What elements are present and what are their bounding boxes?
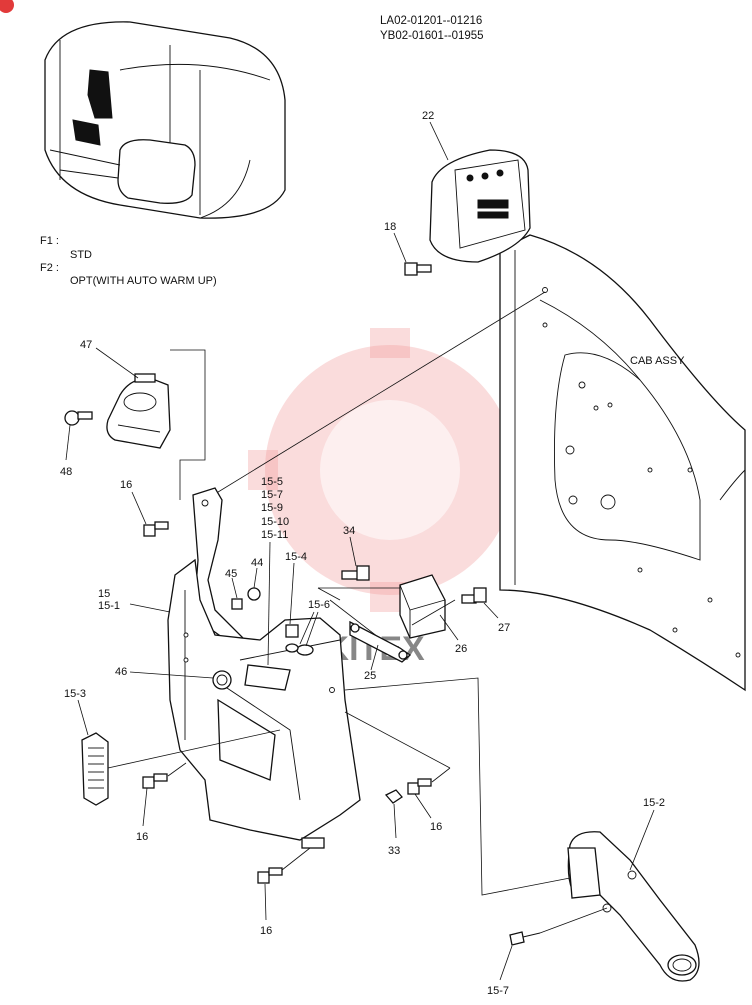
callout-15-3: 15-3	[64, 688, 86, 700]
bolt-16-bottom	[257, 867, 283, 884]
callout-15-5: 15-5	[261, 476, 283, 488]
clip-33	[384, 789, 403, 804]
callout-47: 47	[80, 339, 92, 351]
callout-15-9: 15-9	[261, 502, 283, 514]
air-duct-15-2	[567, 831, 700, 982]
callout-18: 18	[384, 221, 396, 233]
bolt-18	[404, 262, 432, 276]
callout-16-bottom: 16	[260, 925, 272, 937]
bolt-16-top	[143, 521, 169, 537]
corner-marker-icon	[0, 0, 14, 13]
callout-15-2: 15-2	[643, 797, 665, 809]
callout-15-7-upper: 15-7	[261, 489, 283, 501]
callout-34: 34	[343, 525, 355, 537]
callout-25: 25	[364, 670, 376, 682]
cab-assy-panel	[499, 234, 746, 692]
console-cover-15	[167, 558, 361, 849]
cup-holder-47	[106, 373, 171, 449]
callout-15-10: 15-10	[261, 516, 289, 528]
callout-22: 22	[422, 110, 434, 122]
nut-45	[231, 598, 243, 610]
callout-46: 46	[115, 666, 127, 678]
serial-range-1: LA02-01201--01216	[380, 15, 482, 27]
callout-44: 44	[251, 557, 263, 569]
option-code-f2: F2 :	[40, 262, 59, 274]
option-desc-f1: STD	[70, 249, 92, 261]
option-desc-f2: OPT(WITH AUTO WARM UP)	[70, 275, 217, 287]
callout-45: 45	[225, 568, 237, 580]
bolt-34	[341, 565, 370, 581]
callout-33: 33	[388, 845, 400, 857]
nut-44	[247, 587, 261, 601]
block-26	[399, 574, 446, 639]
vent-grille-15-3	[81, 732, 109, 806]
callout-16-top: 16	[120, 479, 132, 491]
callout-15-11: 15-11	[261, 529, 288, 541]
callout-15-7-lower: 15-7	[487, 985, 509, 997]
callout-15: 15	[98, 588, 110, 600]
bolt-16-right	[407, 778, 432, 795]
callout-16-right: 16	[430, 821, 442, 833]
bolt-16-left	[142, 773, 168, 789]
callout-15-1: 15-1	[98, 600, 120, 612]
option-code-f1: F1 :	[40, 235, 59, 247]
callout-26: 26	[455, 643, 467, 655]
serial-range-2: YB02-01601--01955	[380, 30, 484, 42]
bracket-25	[349, 620, 412, 663]
bolt-27	[461, 587, 487, 604]
machine-overview-illustration	[44, 21, 286, 219]
callout-16-left: 16	[136, 831, 148, 843]
callout-15-6: 15-6	[308, 599, 330, 611]
screw-48	[64, 410, 93, 426]
callout-15-4: 15-4	[285, 551, 307, 563]
callout-48: 48	[60, 466, 72, 478]
callout-27: 27	[498, 622, 510, 634]
screw-15-7-lower	[509, 931, 541, 946]
cab-assy-label: CAB ASSY	[630, 355, 685, 367]
monitor-panel-part	[429, 149, 531, 263]
